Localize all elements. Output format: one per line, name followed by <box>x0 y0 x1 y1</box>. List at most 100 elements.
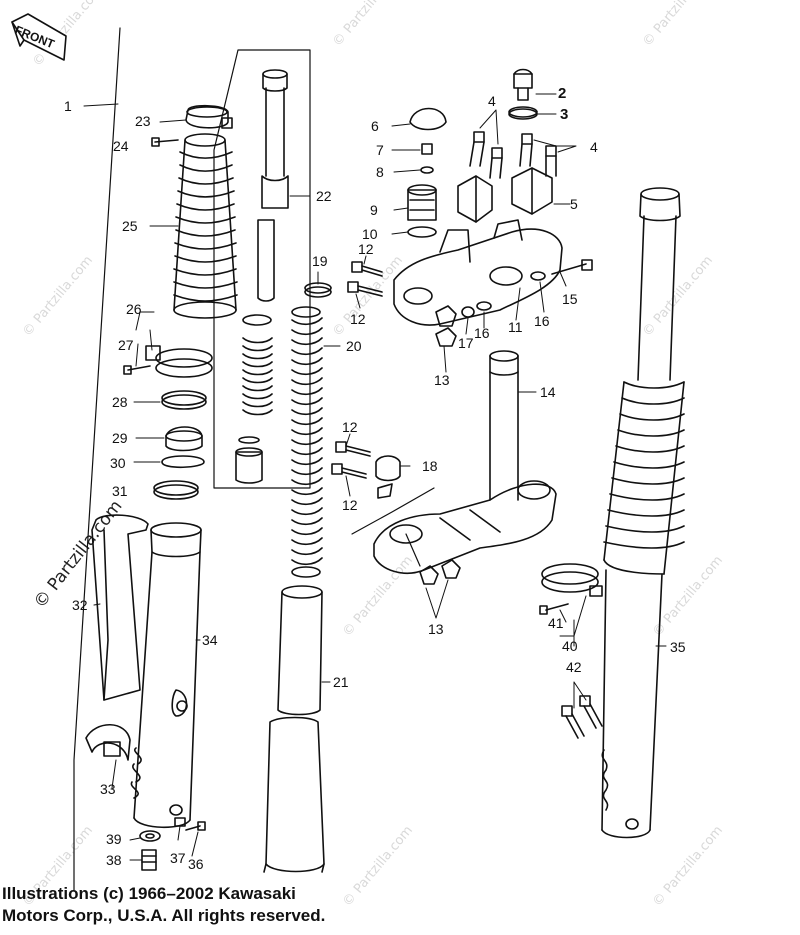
ring-28 <box>161 390 207 410</box>
copyright-line-1: Illustrations (c) 1966–2002 Kawasaki <box>2 884 296 903</box>
callout-17: 17 <box>458 335 474 351</box>
leader-lines <box>83 93 667 861</box>
nut-7 <box>421 143 433 155</box>
outer-tube-34 <box>133 522 202 829</box>
clamp-26 <box>145 345 213 378</box>
callout-24: 24 <box>113 138 129 154</box>
callout-16b: 16 <box>534 313 550 329</box>
bolts-42 <box>561 695 603 739</box>
callout-21: 21 <box>333 674 349 690</box>
bolts-12b <box>331 441 371 479</box>
callout-12b: 12 <box>350 311 366 327</box>
callout-3: 3 <box>560 106 569 123</box>
callout-42: 42 <box>566 659 582 675</box>
boot-25 <box>173 133 238 319</box>
callout-15: 15 <box>562 291 578 307</box>
copyright-line-2: Motors Corp., U.S.A. All rights reserved… <box>2 906 326 925</box>
bolt-15 <box>551 259 593 275</box>
front-arrow-icon <box>11 13 67 61</box>
bolts-4b <box>519 133 557 177</box>
spring-20 <box>291 306 323 578</box>
bolts-12a <box>347 261 383 297</box>
callout-2: 2 <box>558 85 567 102</box>
connector-line <box>351 487 435 567</box>
callout-13b: 13 <box>428 621 444 637</box>
callout-34: 34 <box>202 632 218 648</box>
clamp-33 <box>85 724 142 799</box>
screw-41 <box>539 603 569 615</box>
callout-30: 30 <box>110 455 126 471</box>
screw-36 <box>185 821 206 831</box>
callout-31: 31 <box>112 483 128 499</box>
callout-13a: 13 <box>434 372 450 388</box>
bolt-2 <box>513 68 533 101</box>
callout-7: 7 <box>376 142 384 158</box>
screw-24 <box>151 137 179 147</box>
upper-bracket-11 <box>393 219 563 326</box>
washer-19 <box>304 282 332 298</box>
oring-10 <box>407 226 437 238</box>
callout-25: 25 <box>122 218 138 234</box>
callout-9: 9 <box>370 202 378 218</box>
inner-tube-21 <box>263 585 325 873</box>
cap-6 <box>409 107 447 131</box>
nuts-13b <box>419 559 461 585</box>
callout-22: 22 <box>316 188 332 204</box>
stem-14 <box>489 350 519 501</box>
callout-28: 28 <box>112 394 128 410</box>
callout-38: 38 <box>106 852 122 868</box>
callout-40: 40 <box>562 638 578 654</box>
callout-8: 8 <box>376 164 384 180</box>
seal-29 <box>165 426 203 452</box>
callout-4b: 4 <box>590 139 598 155</box>
washers-16 <box>476 271 546 311</box>
callout-12a: 12 <box>358 241 374 257</box>
callout-14: 14 <box>540 384 556 400</box>
callout-16a: 16 <box>474 325 490 341</box>
washer-17 <box>461 306 475 318</box>
callout-37: 37 <box>170 850 186 866</box>
guard-32 <box>91 514 149 701</box>
cable-guide-18 <box>375 455 401 499</box>
cap-22 <box>257 69 289 302</box>
callout-32: 32 <box>72 597 88 613</box>
callout-35: 35 <box>670 639 686 655</box>
washer-39 <box>139 830 161 842</box>
callout-23: 23 <box>135 113 151 129</box>
callout-20: 20 <box>346 338 362 354</box>
spring-inner <box>235 314 273 484</box>
callout-5: 5 <box>570 196 578 212</box>
bracket-5 <box>457 167 553 223</box>
fork-35 <box>601 187 685 839</box>
bolt-38 <box>141 849 157 871</box>
callout-18: 18 <box>422 458 438 474</box>
clamp-40 <box>541 563 603 597</box>
bolts-4a <box>469 131 503 179</box>
lower-bracket <box>373 480 557 574</box>
callout-27: 27 <box>118 337 134 353</box>
callout-11: 11 <box>508 319 523 335</box>
callout-12c: 12 <box>342 419 358 435</box>
screw-27 <box>123 365 151 375</box>
washer-8 <box>420 166 434 174</box>
callout-19: 19 <box>312 253 328 269</box>
callout-29: 29 <box>112 430 128 446</box>
callout-6: 6 <box>371 118 379 134</box>
callout-26: 26 <box>126 301 142 317</box>
callout-41: 41 <box>548 615 564 631</box>
grommet-9 <box>407 184 437 221</box>
circlip-30 <box>161 455 205 469</box>
callout-33: 33 <box>100 781 116 797</box>
clamp-23 <box>185 104 233 129</box>
left-fork-outline <box>73 27 121 891</box>
callout-12d: 12 <box>342 497 358 513</box>
callout-36: 36 <box>188 856 204 872</box>
washer-3 <box>508 106 538 120</box>
ring-31 <box>153 480 199 500</box>
nut-13a <box>435 305 457 347</box>
callout-1: 1 <box>64 98 72 114</box>
callout-10: 10 <box>362 226 378 242</box>
callout-4a: 4 <box>488 93 496 109</box>
